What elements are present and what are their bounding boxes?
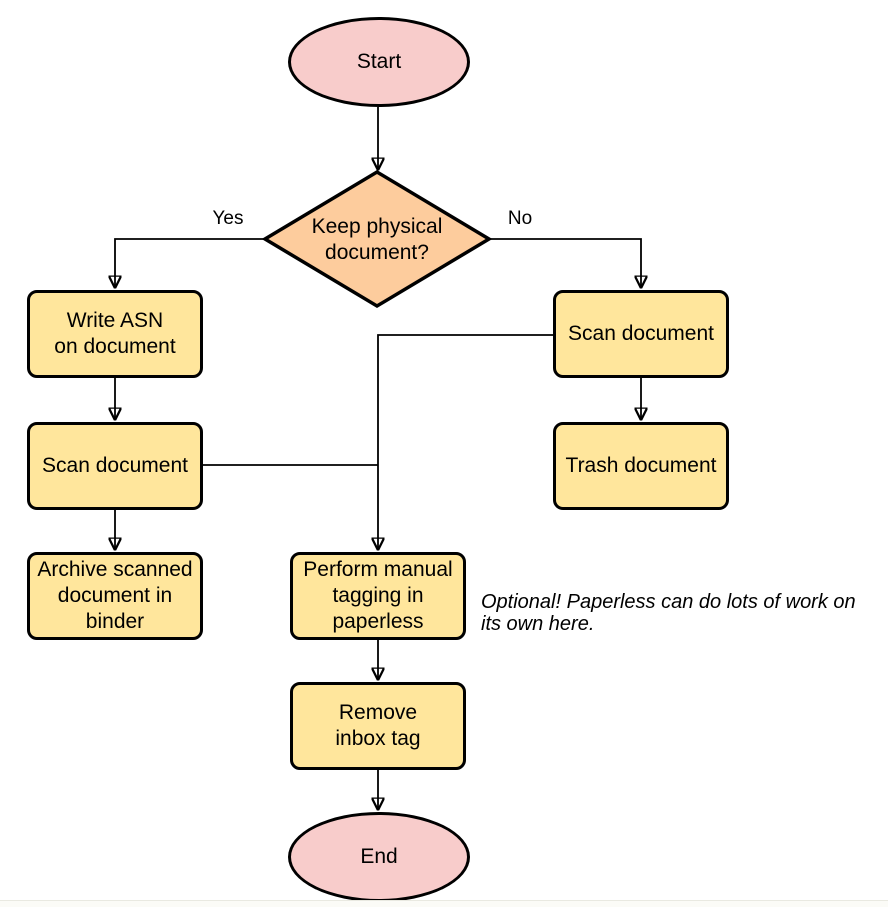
node-manual-tagging: Perform manual tagging in paperless <box>290 552 466 640</box>
node-remove-inbox-tag: Remove inbox tag <box>290 682 466 770</box>
edge-decision-scan-right <box>489 238 641 287</box>
edge-scan-right-tagging <box>378 334 553 549</box>
node-manual-tagging-label: Perform manual tagging in paperless <box>303 558 453 633</box>
edge-label-no: No <box>507 208 533 229</box>
viewport-bottom-edge <box>0 900 888 907</box>
node-remove-inbox-tag-label: Remove inbox tag <box>335 701 421 750</box>
node-decision: Keep physical document? <box>282 200 472 280</box>
edge-label-yes: Yes <box>212 208 244 229</box>
node-start: Start <box>288 17 470 107</box>
optional-note: Optional! Paperless can do lots of work … <box>481 591 856 635</box>
node-archive-binder-label: Archive scanned document in binder <box>37 558 193 633</box>
node-archive-binder: Archive scanned document in binder <box>27 552 203 640</box>
node-scan-document-left: Scan document <box>27 422 203 510</box>
node-end-label: End <box>360 845 398 868</box>
node-trash-document: Trash document <box>553 422 729 510</box>
node-scan-document-right: Scan document <box>553 290 729 378</box>
node-write-asn: Write ASN on document <box>27 290 203 378</box>
node-scan-document-left-label: Scan document <box>42 454 188 477</box>
edge-decision-write-asn <box>115 238 265 287</box>
node-end: End <box>288 812 470 902</box>
node-decision-label: Keep physical document? <box>311 215 443 264</box>
decision-diamond-shape <box>261 169 493 309</box>
node-start-label: Start <box>356 50 402 73</box>
node-write-asn-label: Write ASN on document <box>54 309 176 358</box>
node-scan-document-right-label: Scan document <box>568 322 714 345</box>
node-trash-document-label: Trash document <box>565 454 717 477</box>
